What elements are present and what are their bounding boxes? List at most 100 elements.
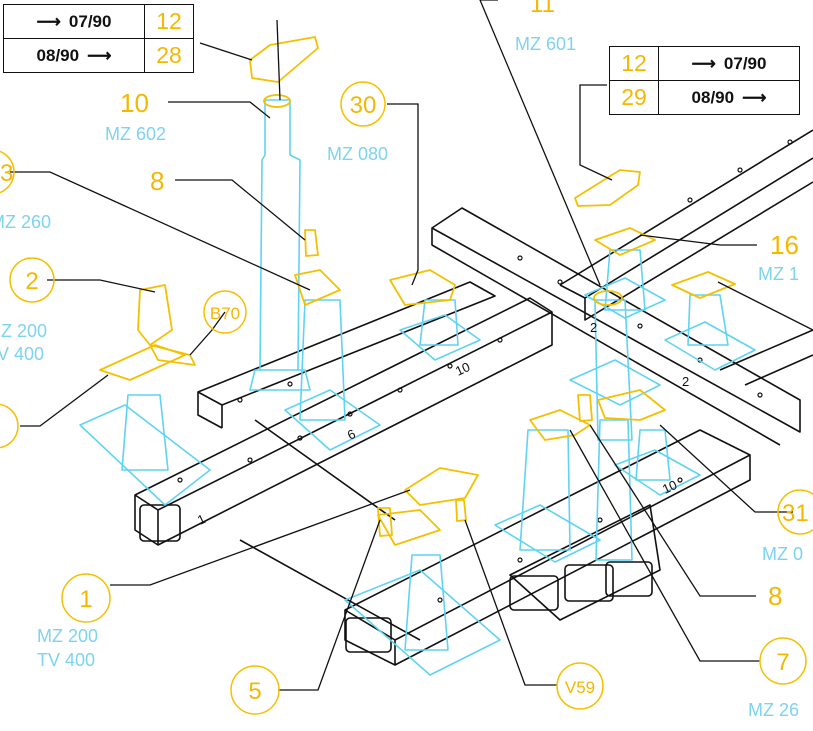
stand-8b: [595, 419, 633, 561]
callout-5-number: 5: [248, 678, 261, 705]
beam-rear-left: [197, 281, 496, 429]
arrow-right-icon: ⟶: [742, 87, 767, 107]
part-11-cap: [593, 290, 623, 306]
callout-5-circle: [230, 665, 280, 715]
plate-top-right: [574, 169, 641, 207]
stand-right: [664, 294, 756, 371]
revision-table-left: ⟶ 07/90 12 08/90 ⟶ 28: [3, 4, 194, 73]
beam-mark-2: 2: [590, 320, 597, 335]
callout-8b-number: 8: [768, 581, 782, 611]
beam-mark-10a: 10: [453, 359, 472, 379]
revision-value: 12: [156, 8, 182, 34]
revision-date-cell: ⟶ 07/90: [659, 47, 799, 80]
revision-row: ⟶ 07/90 12: [4, 5, 193, 38]
beam-mark-2b: 2: [682, 374, 689, 389]
callout-4-circle: [0, 403, 19, 449]
callout-10-code: MZ 602: [105, 124, 166, 144]
fixture-stands: [79, 94, 756, 676]
callout-7-circle: [759, 637, 807, 685]
stand-8a: [284, 299, 381, 451]
revision-date: 08/90: [691, 87, 735, 107]
tube-end-1: [139, 504, 181, 542]
part-31: [597, 389, 666, 421]
beam-tube: [509, 504, 661, 621]
arrow-right-icon: ⟶: [691, 53, 716, 73]
beam-top-right: [559, 129, 813, 321]
callout-b70-circle: [203, 290, 247, 334]
callout-v59-number: V59: [565, 678, 595, 697]
revision-date: 07/90: [68, 11, 112, 31]
stand-2: [79, 394, 211, 506]
part-5-pin: [377, 507, 393, 537]
beam-diagonal: [431, 207, 801, 446]
part-8a-pin: [304, 229, 319, 257]
part-v59-pin: [455, 499, 467, 522]
stand-7: [494, 429, 601, 563]
revision-date-cell: 08/90 ⟶: [659, 81, 799, 114]
callout-3-code: MZ 260: [0, 212, 51, 232]
beam-right-lower: [719, 329, 813, 386]
beam-mark-10b: 10: [660, 477, 679, 497]
pin-top: [263, 94, 291, 108]
callout-30-circle: [340, 81, 386, 127]
beam-front-left: [134, 297, 553, 546]
revision-date: 08/90: [36, 45, 80, 65]
frame-beams: [134, 129, 813, 666]
arrow-right-icon: ⟶: [87, 45, 112, 65]
revision-value: 29: [610, 81, 659, 114]
stand-10: [249, 99, 311, 391]
tube-end-3: [509, 575, 559, 611]
callout-7-code: MZ 26: [748, 700, 799, 720]
part-1-top: [404, 467, 479, 506]
part-7: [529, 409, 591, 441]
revision-value: 28: [156, 42, 182, 68]
stand-1: [344, 554, 501, 676]
beam-holes: [177, 139, 793, 603]
revision-date-cell: 08/90 ⟶: [4, 39, 145, 72]
beam-mark-6: 6: [345, 426, 358, 443]
callout-2-circle: [9, 257, 55, 303]
part-b70-arm: [149, 344, 196, 366]
callout-7-number: 7: [776, 649, 789, 676]
callout-1-circle: [61, 573, 111, 623]
part-16: [594, 227, 656, 256]
beam-marks: 1 6 10 2 10 2: [195, 320, 689, 528]
revision-row: 08/90 ⟶ 28: [4, 38, 193, 72]
callout-11-number: 11: [530, 0, 555, 18]
revision-row: 12 ⟶ 07/90: [610, 47, 799, 80]
part-8b: [577, 394, 593, 422]
callout-2-number: 2: [25, 268, 38, 295]
leader-lines: [10, 0, 813, 691]
revision-value: 12: [610, 47, 659, 80]
callout-1-number: 1: [79, 586, 92, 613]
arrow-right-icon: ⟶: [36, 11, 61, 31]
plate-top-left: [249, 36, 319, 83]
callout-30-code: MZ 080: [327, 144, 388, 164]
callout-8a-number: 8: [150, 166, 164, 196]
callout-3-circle: [0, 150, 15, 194]
callout-1-code1: MZ 200: [37, 626, 98, 646]
revision-date: 07/90: [723, 53, 767, 73]
callout-16-number: 16: [770, 230, 799, 260]
tube-end-2: [345, 617, 392, 653]
callout-3-number: 3: [0, 160, 13, 187]
revision-table-right: 12 ⟶ 07/90 29 08/90 ⟶: [609, 46, 800, 115]
callout-v59-circle: [556, 662, 604, 710]
callout-b70-number: B70: [210, 304, 240, 323]
callout-1-code2: TV 400: [37, 650, 95, 670]
highlight-parts: [99, 36, 736, 546]
part-8a: [294, 269, 341, 306]
callout-2-code2: TV 400: [0, 344, 44, 364]
part-30: [389, 269, 456, 306]
stand-31: [614, 429, 701, 496]
callout-16-code: MZ 1: [758, 264, 799, 284]
revision-date-cell: ⟶ 07/90: [4, 5, 145, 38]
revision-row: 29 08/90 ⟶: [610, 80, 799, 114]
callout-11-code: MZ 601: [515, 34, 576, 54]
part-right-block: [671, 271, 736, 299]
callout-2-code1: MZ 200: [0, 321, 47, 341]
tube-end-4: [564, 564, 614, 602]
guide-line: [239, 419, 421, 641]
